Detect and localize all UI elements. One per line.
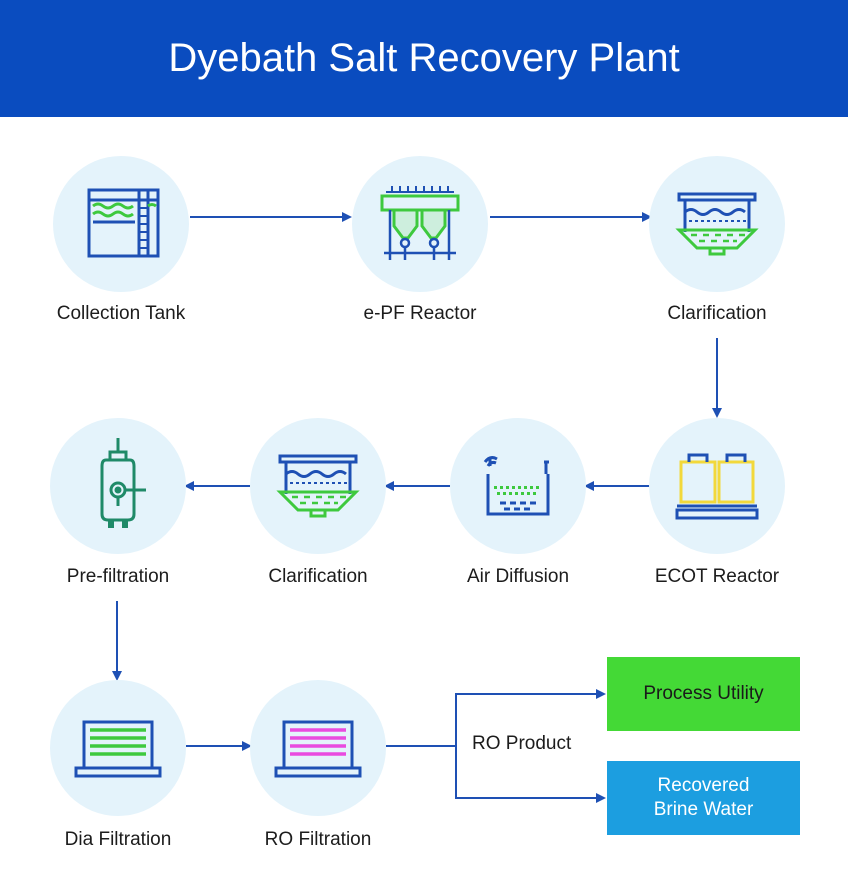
output-process-utility: Process Utility xyxy=(607,657,800,731)
clarifier-icon xyxy=(276,454,360,518)
node-clarification-2 xyxy=(250,418,386,554)
node-ro-filtration xyxy=(250,680,386,816)
node-air-diffusion xyxy=(450,418,586,554)
label-ro-filtration: RO Filtration xyxy=(264,829,372,850)
page-title: Dyebath Salt Recovery Plant xyxy=(168,36,680,80)
ro-product-label: RO Product xyxy=(472,733,572,754)
reactor-icon xyxy=(380,186,460,260)
tank-icon xyxy=(87,188,160,258)
label-epf-reactor: e-PF Reactor xyxy=(363,303,477,324)
ecot-reactor-icon xyxy=(675,453,759,520)
node-ecot-reactor xyxy=(649,418,785,554)
header-banner xyxy=(0,0,848,117)
label-dia-filtration: Dia Filtration xyxy=(64,829,172,850)
node-epf-reactor xyxy=(352,156,488,292)
node-clarification-1 xyxy=(649,156,785,292)
node-dia-filtration xyxy=(50,680,186,816)
label-collection-tank: Collection Tank xyxy=(56,303,186,324)
label-ecot-reactor: ECOT Reactor xyxy=(654,566,780,587)
membrane-green-icon xyxy=(74,720,162,778)
label-air-diffusion: Air Diffusion xyxy=(466,566,570,587)
clarifier-icon xyxy=(675,192,759,256)
arrow-to-recovered-brine xyxy=(455,746,606,803)
membrane-pink-icon xyxy=(274,720,362,778)
node-pre-filtration xyxy=(50,418,186,554)
air-diffusion-icon xyxy=(483,456,550,516)
arrow-to-process-utility xyxy=(455,689,606,746)
node-collection-tank xyxy=(53,156,189,292)
label-pre-filtration: Pre-filtration xyxy=(66,566,170,587)
output-recovered-brine-water: Recovered Brine Water xyxy=(607,761,800,835)
label-clarification-2: Clarification xyxy=(268,566,368,587)
filter-vessel-icon xyxy=(100,438,146,528)
label-clarification-1: Clarification xyxy=(667,303,767,324)
